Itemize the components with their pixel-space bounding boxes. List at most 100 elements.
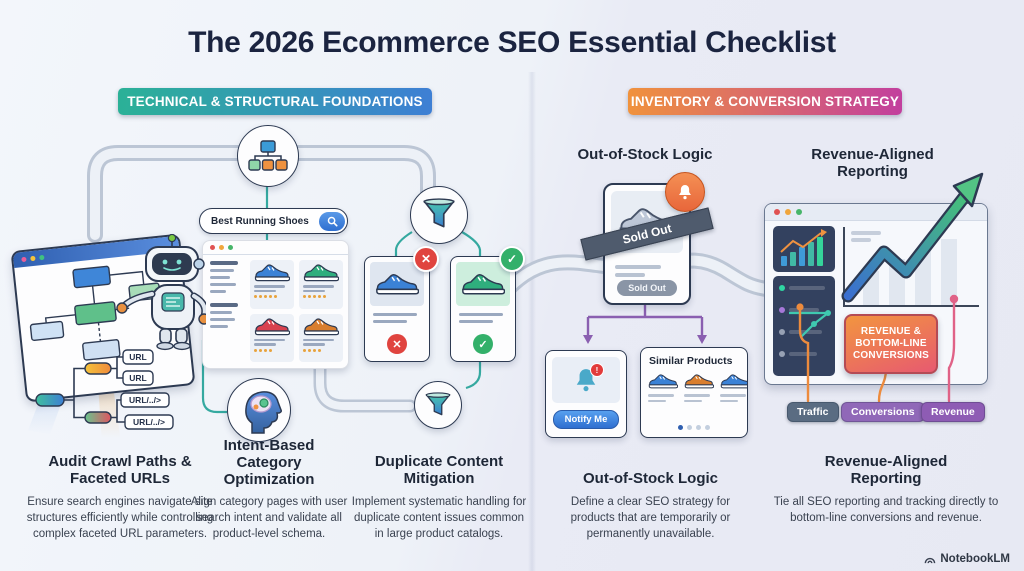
- window-titlebar: [765, 204, 987, 221]
- dashboard-sidebar-chart-panel: [773, 226, 835, 272]
- star-rating: [254, 295, 290, 298]
- notification-bell-badge: [665, 172, 705, 212]
- window-dot-red: [774, 209, 780, 215]
- placeholder-line: [210, 261, 238, 265]
- checklist-title: Intent-Based Category Optimization: [223, 437, 315, 488]
- similar-products-card: Similar Products: [640, 347, 748, 438]
- url-label: URL: [129, 352, 146, 362]
- placeholder-line: [210, 276, 230, 279]
- checklist-title: Audit Crawl Paths & Faceted URLs: [48, 453, 192, 488]
- sold-out-card: Sold Out Sold Out: [580, 172, 714, 305]
- product-image-area: [456, 262, 510, 306]
- page-title: The 2026 Ecommerce SEO Essential Checkli…: [188, 26, 836, 59]
- url-label: URL: [129, 373, 146, 383]
- growth-arrow: [841, 172, 984, 303]
- product-image-area: [370, 262, 424, 306]
- window-dot-orange: [785, 209, 791, 215]
- callout-line: BOTTOM-LINE: [855, 337, 927, 349]
- placeholder-line: [615, 273, 645, 277]
- star-rating: [254, 348, 290, 352]
- carousel-dot[interactable]: [705, 425, 710, 430]
- cross-badge-icon: ✕: [413, 246, 439, 272]
- placeholder-line: [459, 320, 493, 323]
- placeholder-line: [254, 343, 276, 346]
- checklist-item-outofstock: Out-of-Stock Logic Define a clear SEO st…: [548, 438, 753, 543]
- tag-conversions: Conversions: [841, 402, 925, 422]
- sold-out-button[interactable]: Sold Out: [617, 280, 677, 296]
- notify-me-button[interactable]: Notify Me: [553, 410, 619, 429]
- placeholder-line: [254, 289, 276, 292]
- url-param-label: URL/../>: [129, 395, 161, 405]
- notify-me-card: ! Notify Me: [545, 350, 627, 438]
- robot-mascot: [116, 234, 206, 351]
- funnel-node-bottom: [414, 381, 462, 429]
- tag-revenue: Revenue: [921, 402, 985, 422]
- tag-traffic: Traffic: [787, 402, 839, 422]
- carousel-dot[interactable]: [687, 425, 692, 430]
- search-input[interactable]: [209, 214, 319, 228]
- placeholder-line: [851, 238, 871, 242]
- product-card: [250, 313, 294, 362]
- dashboard-sidebar-list-panel: [773, 276, 835, 376]
- sitemap-node: [237, 125, 299, 187]
- placeholder-line: [684, 399, 702, 402]
- placeholder-line: [303, 289, 325, 292]
- duplicate-card-rejected: ✕ ✕: [364, 246, 439, 362]
- placeholder-line: [303, 338, 334, 341]
- check-circle-icon: ✓: [473, 334, 493, 354]
- category-sidebar: [210, 261, 244, 328]
- checklist-item-duplicate: Duplicate Content Mitigation Implement s…: [345, 438, 533, 543]
- intent-brain-icon: [245, 391, 282, 434]
- similar-product: [720, 373, 748, 402]
- carousel-dot-active[interactable]: [678, 425, 683, 430]
- watermark: NotebookLM: [923, 553, 1010, 565]
- star-rating: [303, 348, 339, 352]
- url-tree: URL URL URL/../> URL/../>: [35, 349, 174, 430]
- search-button[interactable]: [319, 211, 345, 231]
- callout-line: CONVERSIONS: [852, 350, 930, 362]
- bell-panel: !: [552, 357, 620, 403]
- section-divider: [528, 72, 536, 571]
- mini-bar-chart-icon: [780, 229, 827, 266]
- revenue-reporting-heading: Revenue-Aligned Reporting: [811, 146, 934, 181]
- revenue-callout-badge: REVENUE & BOTTOM-LINE CONVERSIONS: [844, 314, 938, 374]
- placeholder-line: [303, 343, 325, 346]
- window-dot-red: [210, 245, 215, 250]
- carousel-dot[interactable]: [696, 425, 701, 430]
- check-badge-icon: ✓: [499, 246, 525, 272]
- notebooklm-logo-icon: [925, 557, 936, 564]
- carousel-dots[interactable]: [678, 425, 710, 430]
- callout-line: REVENUE &: [860, 325, 922, 337]
- product-card: [299, 313, 343, 362]
- product-card: [299, 260, 343, 309]
- checklist-body: Ensure search engines navigate site stru…: [26, 496, 214, 540]
- placeholder-line: [210, 303, 238, 307]
- checklist-item-revenue: Revenue-Aligned Reporting Tie all SEO re…: [772, 438, 1000, 527]
- url-param-label: URL/../>: [133, 417, 165, 427]
- placeholder-line: [648, 394, 674, 397]
- watermark-text: NotebookLM: [940, 553, 1010, 565]
- duplicate-card-approved: ✓ ✓: [450, 246, 525, 362]
- placeholder-line: [210, 290, 226, 293]
- placeholder-line: [210, 283, 236, 286]
- cross-circle-icon: ✕: [387, 334, 407, 354]
- checklist-title: Revenue-Aligned Reporting: [824, 453, 948, 488]
- chart-bar: [941, 239, 957, 305]
- placeholder-line: [720, 394, 746, 397]
- checklist-title: Duplicate Content Mitigation: [374, 453, 504, 488]
- product-grid: [250, 260, 343, 362]
- similar-products-row: [648, 373, 748, 402]
- checklist-title: Out-of-Stock Logic: [583, 470, 718, 488]
- placeholder-line: [303, 285, 334, 288]
- placeholder-line: [254, 285, 285, 288]
- funnel-node-top: [410, 186, 468, 244]
- placeholder-line: [615, 265, 661, 269]
- checklist-body: Align category pages with user search in…: [190, 496, 348, 541]
- placeholder-line: [210, 269, 234, 272]
- search-bar[interactable]: [199, 208, 348, 234]
- placeholder-line: [684, 394, 710, 397]
- intent-brain-node: [227, 378, 291, 442]
- section-badge-inventory: INVENTORY & CONVERSION STRATEGY: [628, 88, 902, 115]
